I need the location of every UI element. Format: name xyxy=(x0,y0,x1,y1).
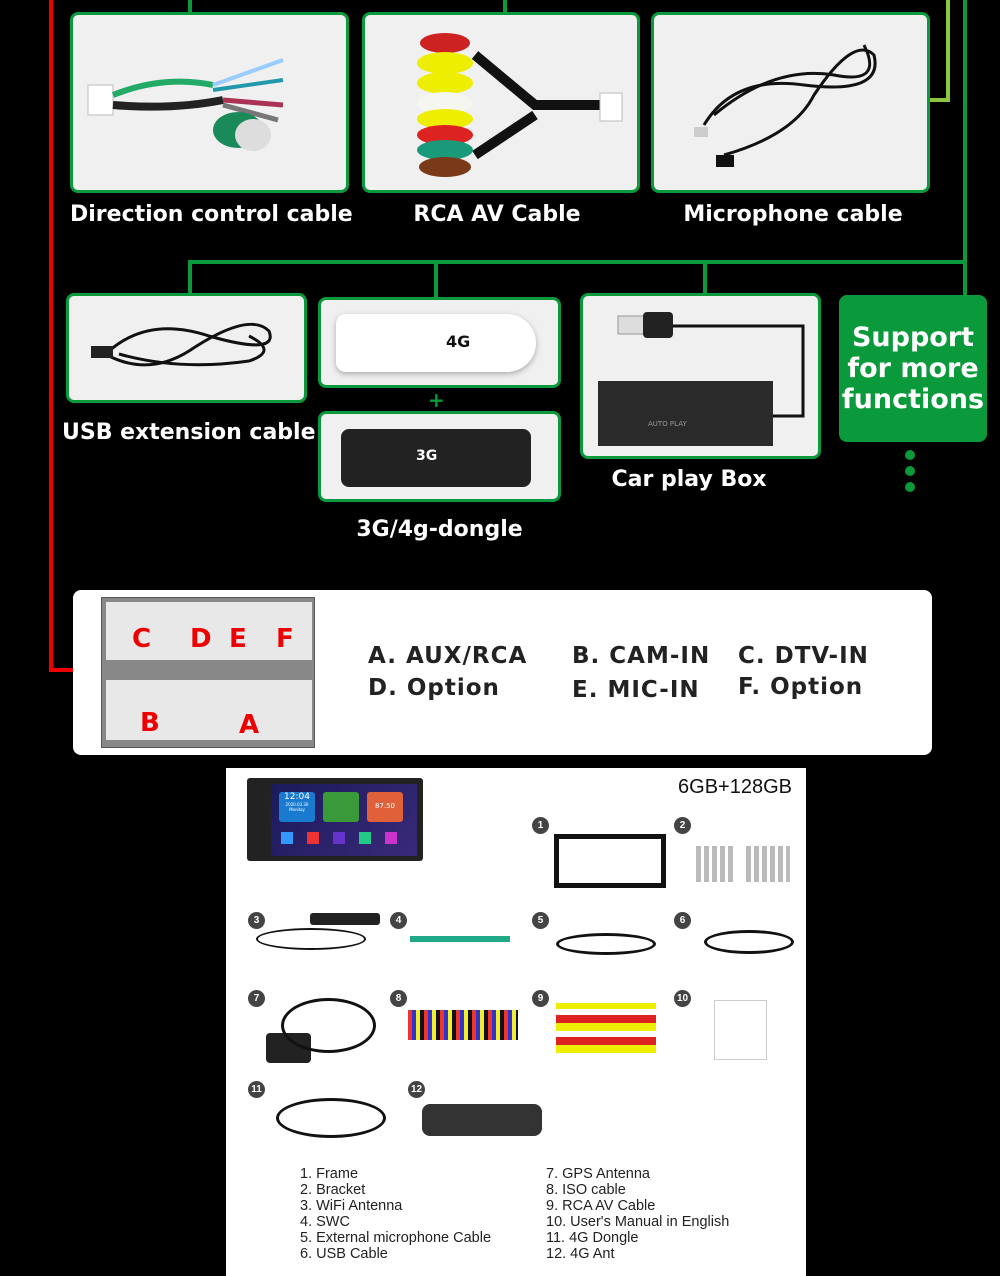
item-number: 1 xyxy=(532,817,549,834)
3g-dongle-image: 3G xyxy=(341,429,531,487)
package-list-right: 7. GPS Antenna 8. ISO cable 9. RCA AV Ca… xyxy=(546,1166,729,1262)
list-item: 7. GPS Antenna xyxy=(546,1166,650,1182)
item-number: 10 xyxy=(674,990,691,1007)
pin-label: A xyxy=(239,710,260,740)
pin-label: F xyxy=(276,624,294,654)
carplay-box-image: AUTO PLAY xyxy=(598,312,805,446)
red-connector-line xyxy=(49,0,53,672)
list-item: 9. RCA AV Cable xyxy=(546,1198,656,1214)
gps-antenna-cable xyxy=(281,998,376,1053)
connector-panel: C D E F B A A. AUX/RCA B. CAM-IN C. DTV-… xyxy=(73,590,932,755)
swc-cable-image xyxy=(410,936,510,942)
green-connector-line xyxy=(188,0,192,14)
connector-image: C D E F B A xyxy=(101,597,315,748)
item-number: 3 xyxy=(248,912,265,929)
list-item: 2. Bracket xyxy=(300,1182,366,1198)
item-number: 8 xyxy=(390,990,407,1007)
connector-label: D. Option xyxy=(368,675,500,701)
list-item: 3. WiFi Antenna xyxy=(300,1198,403,1214)
more-dots-icon xyxy=(905,450,915,492)
item-number: 4 xyxy=(390,912,407,929)
green-connector-line xyxy=(503,0,507,14)
plus-sign: + xyxy=(428,388,445,412)
item-number: 2 xyxy=(674,817,691,834)
list-item: 12. 4G Ant xyxy=(546,1246,615,1262)
list-item: 5. External microphone Cable xyxy=(300,1230,492,1246)
pin-label: E xyxy=(229,624,247,654)
list-item: 4. SWC xyxy=(300,1214,350,1230)
usb-extension-cable-card xyxy=(66,293,307,403)
pin-label: C xyxy=(132,624,152,654)
item-number: 5 xyxy=(532,912,549,929)
connector-label: E. MIC-IN xyxy=(572,677,700,703)
4g-dongle-image: 4G xyxy=(336,314,536,372)
support-text: Support for more functions xyxy=(841,322,985,415)
list-item: 6. USB Cable xyxy=(300,1246,388,1262)
green-connector-line xyxy=(703,260,707,295)
wifi-antenna-image xyxy=(310,913,380,925)
direction-control-cable-image xyxy=(87,58,284,151)
item-number: 7 xyxy=(248,990,265,1007)
connector-label: C. DTV-IN xyxy=(738,643,869,669)
green-connector-line xyxy=(188,260,967,264)
list-item: 10. User's Manual in English xyxy=(546,1214,730,1230)
rca-cable-image xyxy=(556,1003,656,1053)
rca-av-cable-card xyxy=(362,12,640,193)
pin-label: D xyxy=(190,624,212,654)
screen-radio: 87.50 xyxy=(367,792,403,822)
frame-image xyxy=(554,834,666,888)
svg-text:AUTO PLAY: AUTO PLAY xyxy=(648,420,687,428)
iso-cable-image xyxy=(408,1010,518,1040)
head-unit-image: 12:04 2020.03.30 Monday 87.50 xyxy=(247,778,423,861)
carplay-box-card: AUTO PLAY xyxy=(580,293,821,459)
usb-extension-cable-image xyxy=(91,322,272,367)
bracket-image xyxy=(746,846,790,882)
accessory-label: Car play Box xyxy=(611,467,767,492)
connector-label: B. CAM-IN xyxy=(572,643,711,669)
accessory-label: Microphone cable xyxy=(683,202,903,227)
spec-label: 6GB+128GB xyxy=(678,776,792,798)
connector-label: F. Option xyxy=(738,674,864,700)
green-connector-line xyxy=(188,260,192,295)
microphone-cable-image xyxy=(694,44,877,167)
microphone-cable-image xyxy=(556,933,656,955)
green-connector-line xyxy=(963,0,967,298)
lime-connector-line xyxy=(930,98,950,102)
4g-antenna-image xyxy=(422,1104,542,1136)
accessory-label: Direction control cable xyxy=(70,202,353,227)
accessory-label: RCA AV Cable xyxy=(413,202,581,227)
microphone-cable-card xyxy=(651,12,930,193)
direction-control-cable-card xyxy=(70,12,349,193)
red-connector-line xyxy=(49,668,74,672)
screen-time: 12:04 xyxy=(284,792,310,802)
list-item: 11. 4G Dongle xyxy=(546,1230,639,1246)
lime-connector-line xyxy=(946,0,950,102)
4g-text: 4G xyxy=(446,332,471,351)
4g-dongle-cable-image xyxy=(276,1098,386,1138)
screen-date: 2020.03.30 xyxy=(285,802,309,807)
3g-text: 3G xyxy=(416,448,438,464)
item-number: 6 xyxy=(674,912,691,929)
package-contents-panel: 6GB+128GB 12:04 2020.03.30 Monday 87.50 … xyxy=(226,768,806,1276)
pin-label: B xyxy=(140,708,160,738)
usb-cable-image xyxy=(704,930,794,954)
rca-av-cable-image xyxy=(417,33,623,177)
item-number: 12 xyxy=(408,1081,425,1098)
list-item: 8. ISO cable xyxy=(546,1182,626,1198)
item-number: 11 xyxy=(248,1081,265,1098)
support-more-functions-box: Support for more functions xyxy=(839,295,987,442)
wifi-antenna-cable xyxy=(256,928,366,950)
users-manual-image xyxy=(714,1000,767,1060)
3g-dongle-card: 3G xyxy=(318,411,561,502)
list-item: 1. Frame xyxy=(300,1166,359,1182)
connector-label: A. AUX/RCA xyxy=(368,643,528,669)
bracket-image xyxy=(696,846,736,882)
accessory-label: 3G/4g-dongle xyxy=(356,517,523,542)
4g-dongle-card: 4G xyxy=(318,297,561,388)
item-number: 9 xyxy=(532,990,549,1007)
green-connector-line xyxy=(434,260,438,299)
accessory-label: USB extension cable xyxy=(62,420,316,445)
package-list-left: 1. Frame 2. Bracket 3. WiFi Antenna 4. S… xyxy=(300,1166,491,1262)
screen-day: Monday xyxy=(289,807,305,812)
